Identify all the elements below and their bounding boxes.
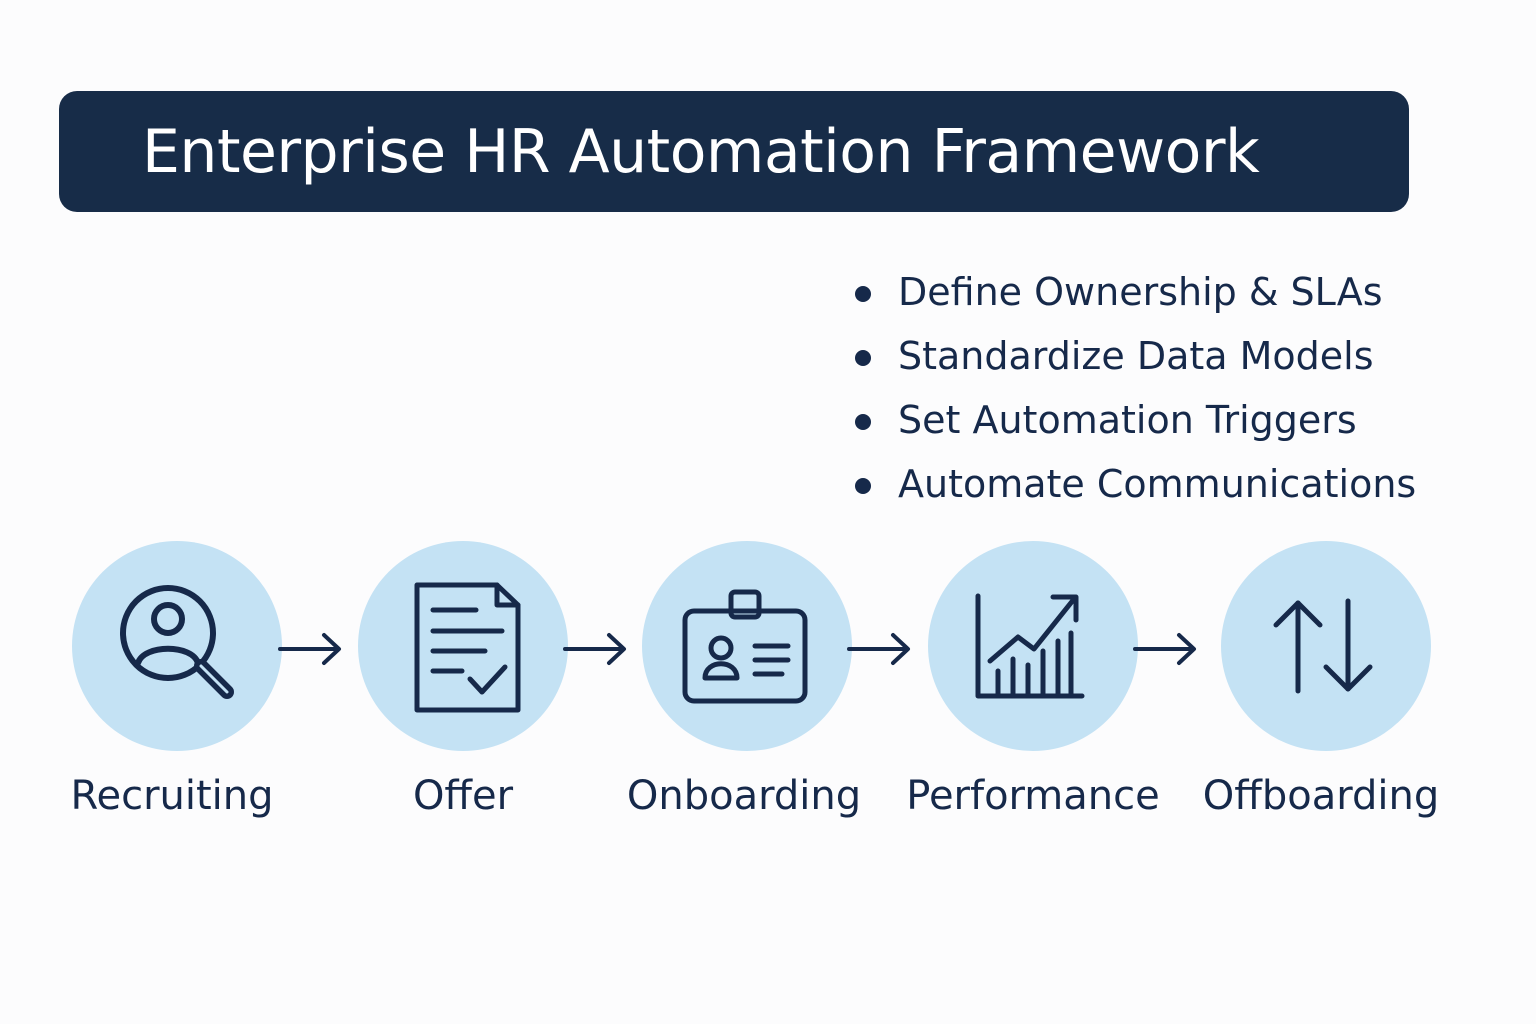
stage-offer [358, 541, 568, 751]
stage-recruiting [72, 541, 282, 751]
flow-arrow-icon [845, 627, 915, 671]
title-banner: Enterprise HR Automation Framework [59, 91, 1409, 212]
page-title: Enterprise HR Automation Framework [142, 116, 1260, 187]
stage-offboarding [1221, 541, 1431, 751]
checklist-item-text: Automate Communications [898, 462, 1417, 506]
id-badge-icon [682, 589, 808, 704]
checklist-item-text: Set Automation Triggers [898, 398, 1357, 442]
stage-label: Offboarding [1202, 773, 1440, 819]
bullet-dot-icon [855, 414, 871, 430]
up-down-arrows-icon [1273, 598, 1373, 694]
flow-arrow-icon [561, 627, 631, 671]
bullet-dot-icon [855, 350, 871, 366]
stage-performance [928, 541, 1138, 751]
checklist-item-text: Define Ownership & SLAs [898, 270, 1383, 314]
bullet-dot-icon [855, 286, 871, 302]
checklist: Define Ownership & SLAs Standardize Data… [852, 262, 1416, 518]
flow-arrow-icon [1131, 627, 1201, 671]
checklist-item: Define Ownership & SLAs [852, 262, 1416, 326]
stage-label: Recruiting [70, 773, 274, 819]
document-check-icon [414, 582, 521, 713]
stage-label: Onboarding [626, 773, 862, 819]
bullet-dot-icon [855, 478, 871, 494]
growth-chart-icon [975, 593, 1085, 699]
flow-arrow-icon [276, 627, 346, 671]
magnifier-person-icon [120, 585, 234, 699]
checklist-item-text: Standardize Data Models [898, 334, 1374, 378]
stage-label: Performance [906, 773, 1160, 819]
checklist-item: Automate Communications [852, 454, 1416, 518]
checklist-item: Set Automation Triggers [852, 390, 1416, 454]
stage-onboarding [642, 541, 852, 751]
stage-label: Offer [412, 773, 514, 819]
checklist-item: Standardize Data Models [852, 326, 1416, 390]
